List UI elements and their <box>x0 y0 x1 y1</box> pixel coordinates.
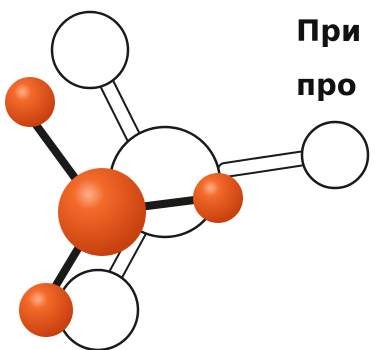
page-heading: При про <box>296 4 375 112</box>
orange-atom-center <box>58 168 146 256</box>
orange-atom-top-left <box>5 77 55 127</box>
heading-line-1: При <box>296 14 362 48</box>
heading-line-2: про <box>296 68 357 102</box>
white-atom-right <box>300 120 370 190</box>
white-atom-top <box>50 10 130 90</box>
orange-atom-bottom-left <box>19 283 73 337</box>
orange-atom-right <box>193 173 243 223</box>
